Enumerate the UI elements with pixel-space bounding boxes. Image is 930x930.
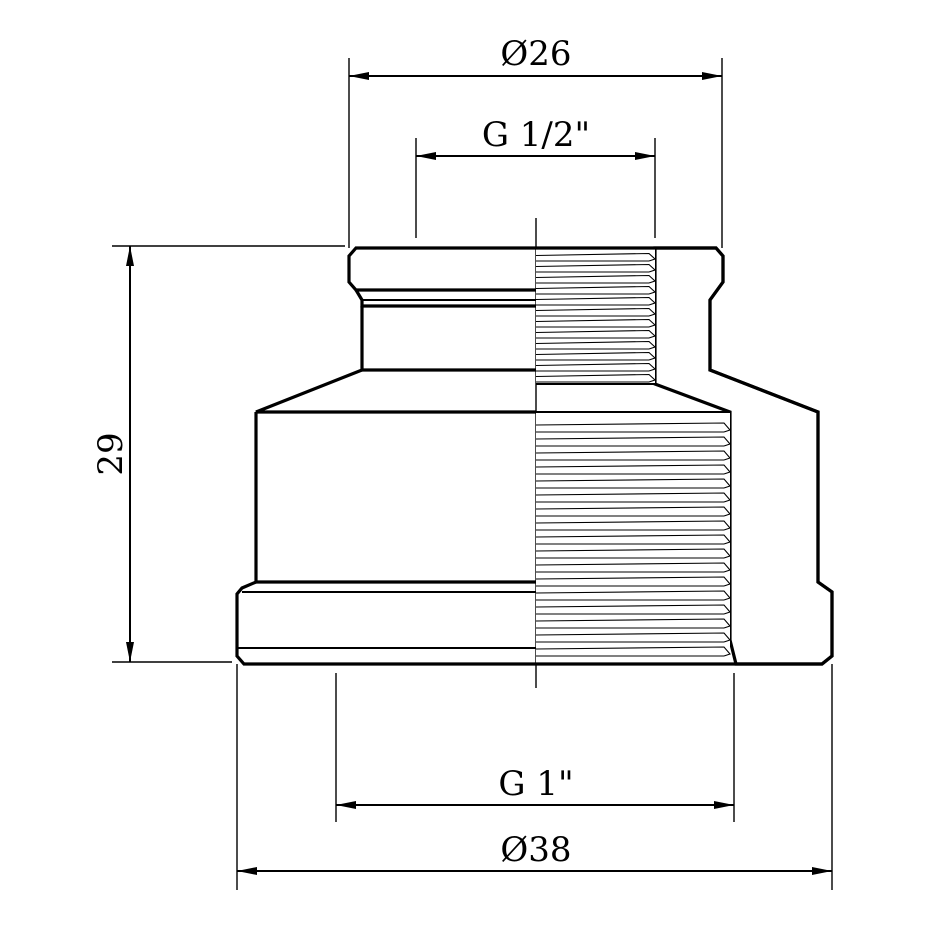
dim-label-height: 29 bbox=[91, 432, 131, 475]
dimension-lines bbox=[126, 72, 832, 875]
lower-internal-thread bbox=[535, 422, 731, 657]
upper-internal-thread bbox=[535, 252, 657, 383]
dim-label-top-diameter: Ø26 bbox=[500, 34, 571, 74]
dim-label-bottom-thread: G 1" bbox=[498, 764, 573, 804]
dim-label-bottom-diameter: Ø38 bbox=[500, 830, 571, 870]
fitting-external-view bbox=[235, 246, 536, 666]
fitting-section-view bbox=[535, 246, 834, 666]
dim-label-top-thread: G 1/2" bbox=[482, 115, 590, 155]
